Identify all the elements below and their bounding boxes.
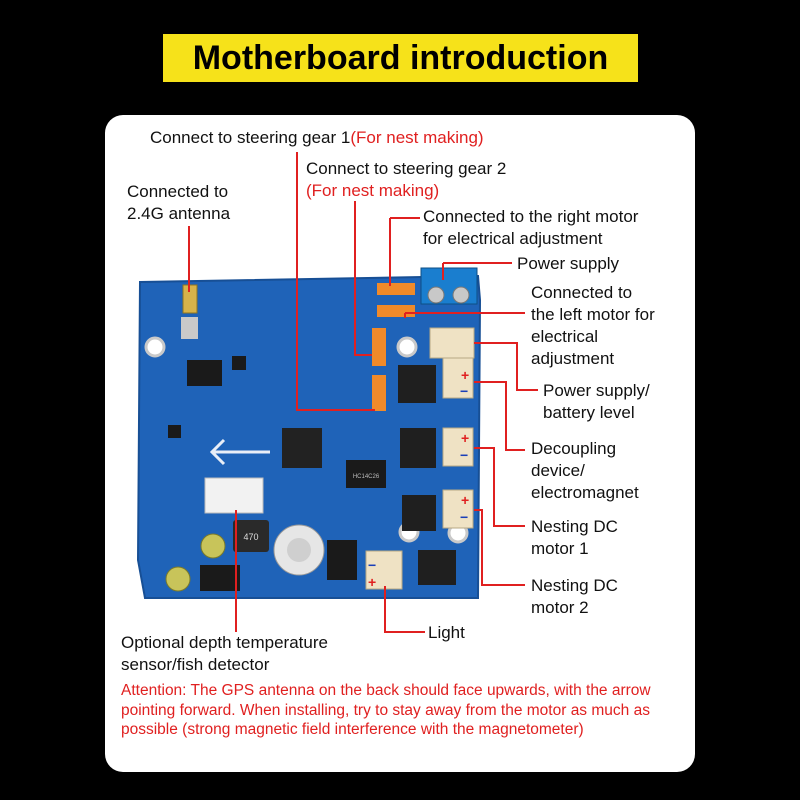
left-motor-line-2: the left motor for (531, 305, 655, 324)
terminal-screw (452, 286, 470, 304)
ic-chip (187, 360, 222, 386)
leader-steering2b (354, 201, 372, 356)
leader-lines (188, 152, 538, 633)
jst-connector (429, 327, 475, 359)
arrow-silkscreen (209, 438, 270, 466)
leader-nest2 (474, 509, 525, 586)
mounting-hole (396, 336, 418, 358)
label-steering-gear-1: Connect to steering gear 1(For nest maki… (150, 127, 484, 149)
decoupling-line-1: Decoupling (531, 439, 617, 458)
antenna-line-2: 2.4G antenna (127, 204, 231, 223)
left-motor-line-1: Connected to (531, 283, 633, 302)
label-nesting-motor-2: Nesting DC motor 2 (531, 575, 618, 619)
label-battery: Power supply/ battery level (543, 380, 650, 424)
inductor (233, 520, 269, 552)
driver-chip-label: HC14C26 (353, 474, 380, 480)
mosfet (327, 540, 357, 580)
right-motor-line-1: Connected to the right motor (423, 207, 639, 226)
capacitor (165, 566, 191, 592)
polarity-minus: − (460, 383, 468, 399)
label-right-motor: Connected to the right motor for electri… (423, 206, 638, 250)
battery-line-1: Power supply/ (543, 381, 650, 400)
inductor-label: 470 (243, 532, 258, 542)
steering2-note: (For nest making) (306, 181, 440, 200)
servo-header-1 (377, 283, 415, 295)
power-supply-text: Power supply (517, 254, 620, 273)
right-motor-line-2: for electrical adjustment (423, 229, 603, 248)
left-motor-line-4: adjustment (531, 349, 615, 368)
mosfet (418, 550, 456, 585)
ic-chip (232, 356, 246, 370)
title-banner: Motherboard introduction (163, 34, 638, 82)
polarity-minus: − (460, 509, 468, 525)
steering1-note: (For nest making) (350, 128, 484, 147)
label-depth-sensor: Optional depth temperature sensor/fish d… (121, 632, 328, 676)
mosfet (398, 365, 436, 403)
jst-connector (442, 427, 474, 467)
capacitor (200, 533, 226, 559)
mounting-hole (144, 336, 166, 358)
jst-connector (442, 489, 474, 529)
label-decoupling: Decoupling device/ electromagnet (531, 438, 639, 504)
label-nesting-motor-1: Nesting DC motor 1 (531, 516, 618, 560)
attention-note: Attention: The GPS antenna on the back s… (121, 682, 651, 738)
leader-steering1 (296, 152, 375, 411)
servo-header-2 (377, 305, 415, 317)
antenna-pad (181, 317, 198, 339)
light-text: Light (428, 623, 465, 642)
mosfet (200, 565, 240, 591)
nest2-line-2: motor 2 (531, 598, 589, 617)
jst-connector (365, 550, 403, 590)
left-motor-line-3: electrical (531, 327, 599, 346)
leader-light (384, 586, 425, 633)
page-title: Motherboard introduction (192, 39, 609, 77)
label-light: Light (428, 622, 465, 644)
mcu-chip (282, 428, 322, 468)
polarity-plus: + (461, 430, 469, 446)
servo-header-4 (372, 375, 386, 411)
label-antenna: Connected to 2.4G antenna (127, 181, 230, 225)
leader-power (442, 262, 512, 280)
leader-right-motor (389, 217, 420, 286)
mosfet (402, 495, 436, 531)
jst-connector (442, 357, 474, 399)
depth-line-1: Optional depth temperature (121, 633, 328, 652)
polarity-plus: + (461, 492, 469, 508)
nest1-line-2: motor 1 (531, 539, 589, 558)
nest2-line-1: Nesting DC (531, 576, 618, 595)
steering1-text: Connect to steering gear 1 (150, 128, 351, 147)
polarity-plus: + (368, 574, 376, 590)
steering2-text: Connect to steering gear 2 (306, 159, 507, 178)
leader-left-motor (404, 312, 525, 318)
leader-battery (474, 342, 538, 391)
battery-line-2: battery level (543, 403, 635, 422)
mosfet (400, 428, 436, 468)
label-left-motor: Connected to the left motor for electric… (531, 282, 655, 370)
decoupling-line-3: electromagnet (531, 483, 639, 502)
ic-chip (168, 425, 181, 438)
terminal-screw (427, 286, 445, 304)
polarity-plus: + (461, 367, 469, 383)
polarity-minus: − (460, 447, 468, 463)
decoupling-line-2: device/ (531, 461, 585, 480)
nest1-line-1: Nesting DC (531, 517, 618, 536)
sensor-header (204, 477, 264, 514)
leader-nest1 (474, 447, 525, 527)
capacitor-top (287, 538, 311, 562)
label-steering-gear-2: Connect to steering gear 2 (For nest mak… (306, 158, 506, 202)
label-power-supply: Power supply (517, 253, 619, 275)
servo-header-3 (372, 328, 386, 366)
driver-chip (346, 460, 386, 488)
depth-line-2: sensor/fish detector (121, 655, 270, 674)
polarity-minus: − (368, 557, 376, 573)
leader-decoupling (474, 381, 525, 451)
antenna-line-1: Connected to (127, 182, 229, 201)
